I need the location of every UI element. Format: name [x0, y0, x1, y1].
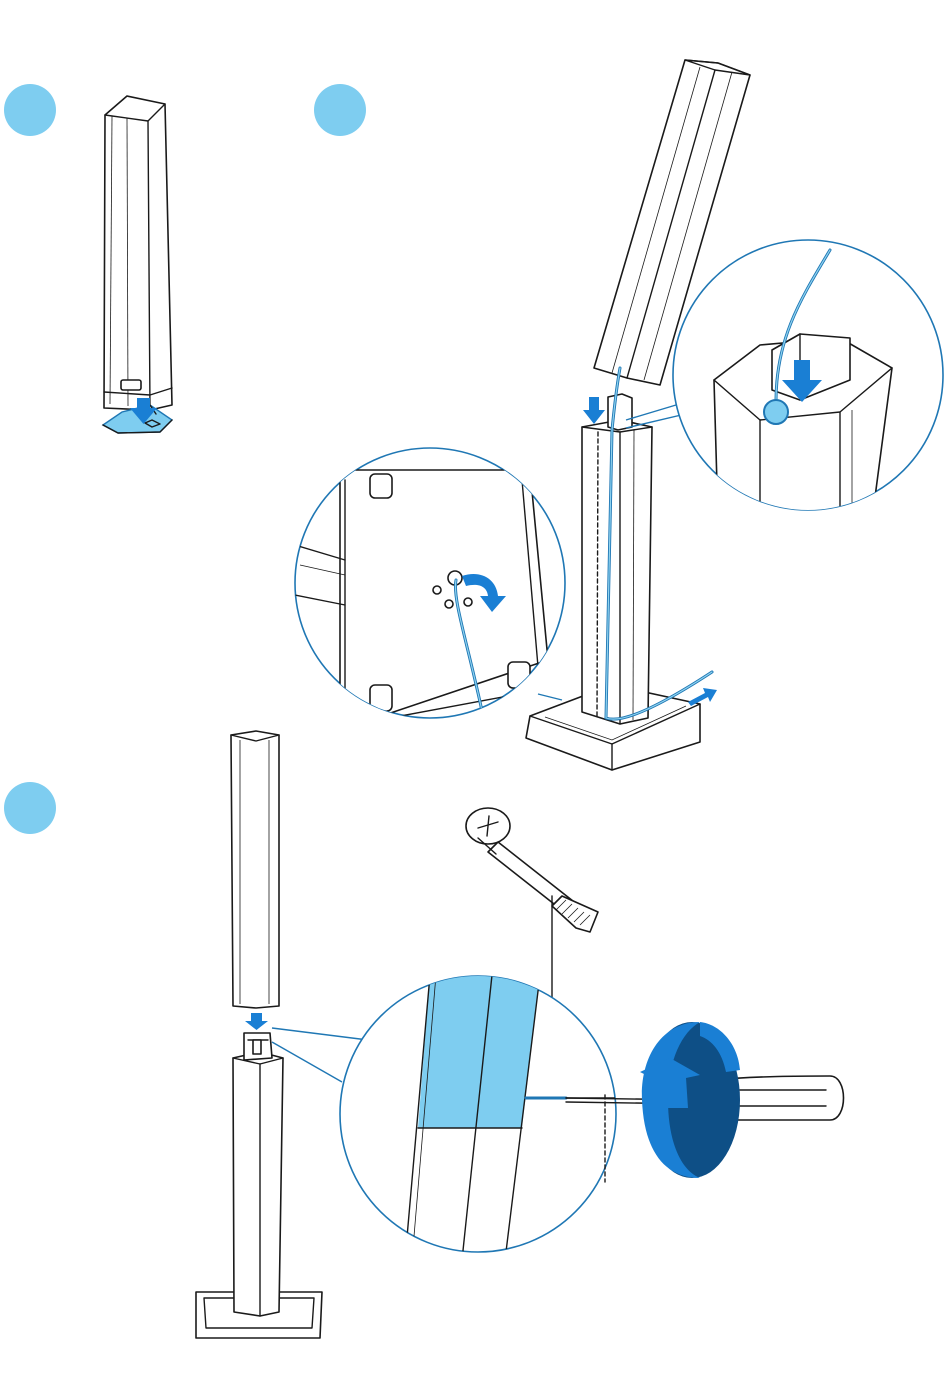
down-arrow-icon [245, 1013, 268, 1030]
cable-push-arrow-icon [688, 688, 717, 706]
step-2-badge [314, 84, 366, 136]
zoom-joint [340, 975, 640, 1260]
step-1-speaker [104, 96, 172, 410]
rotate-arrow-icon [640, 1022, 740, 1178]
down-arrow-icon [583, 397, 605, 424]
step-3-stand [196, 1033, 322, 1338]
zoom-base-bottom [295, 448, 565, 730]
step-1-badge [4, 84, 56, 136]
step-3-badge [4, 782, 56, 834]
screw-icon [466, 808, 598, 932]
zoom-stand-top [673, 240, 943, 520]
step-3-speaker [231, 731, 279, 1008]
